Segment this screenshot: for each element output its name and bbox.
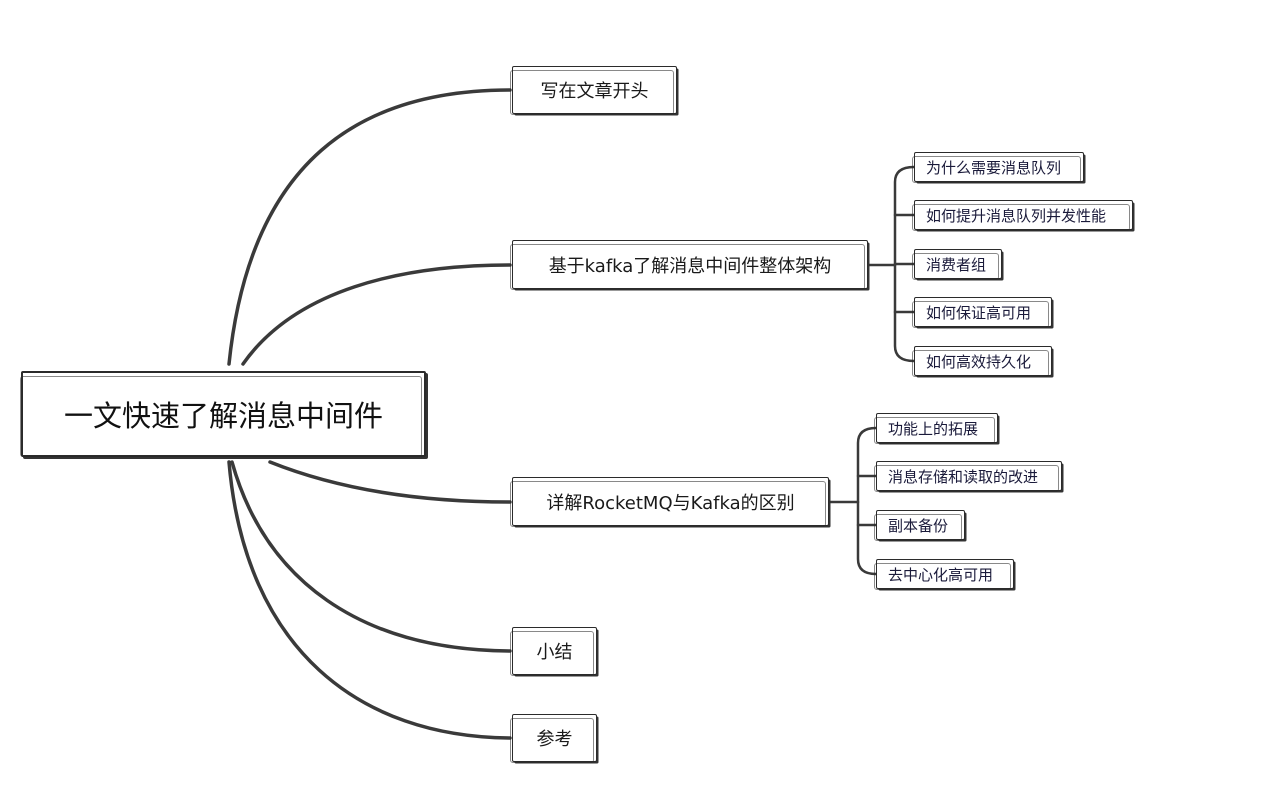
branch-topic-intro[interactable]: 写在文章开头: [510, 66, 677, 115]
leaf-topic-high-availability[interactable]: 如何保证高可用: [912, 297, 1052, 328]
branch-topic-summary[interactable]: 小结: [510, 627, 597, 676]
leaf-topic-consumer-group[interactable]: 消费者组: [912, 249, 1002, 280]
leaf-topic-feature-extension[interactable]: 功能上的拓展: [874, 413, 998, 444]
connector-root-to-branch-4: [230, 460, 512, 653]
root-topic[interactable]: 一文快速了解消息中间件: [20, 371, 426, 457]
branch-topic-kafka-architecture[interactable]: 基于kafka了解消息中间件整体架构: [510, 240, 868, 290]
connector-root-to-branch-1: [227, 88, 512, 366]
leaf-topic-why-message-queue[interactable]: 为什么需要消息队列: [912, 152, 1084, 183]
leaf-topic-storage-improvements[interactable]: 消息存储和读取的改进: [874, 461, 1062, 492]
branch-3-bracket: [856, 426, 878, 576]
connector-root-to-branch-5: [227, 460, 512, 740]
leaf-topic-efficient-persistence[interactable]: 如何高效持久化: [912, 346, 1052, 377]
branch-topic-rocketmq-vs-kafka[interactable]: 详解RocketMQ与Kafka的区别: [510, 477, 829, 527]
leaf-topic-improve-concurrency[interactable]: 如何提升消息队列并发性能: [912, 200, 1133, 231]
connector-root-to-branch-2: [241, 263, 512, 366]
leaf-topic-replica-backup[interactable]: 副本备份: [874, 510, 965, 541]
leaf-topic-decentralized-ha[interactable]: 去中心化高可用: [874, 559, 1014, 590]
connector-root-to-branch-3: [268, 460, 512, 504]
branch-topic-references[interactable]: 参考: [510, 714, 597, 763]
